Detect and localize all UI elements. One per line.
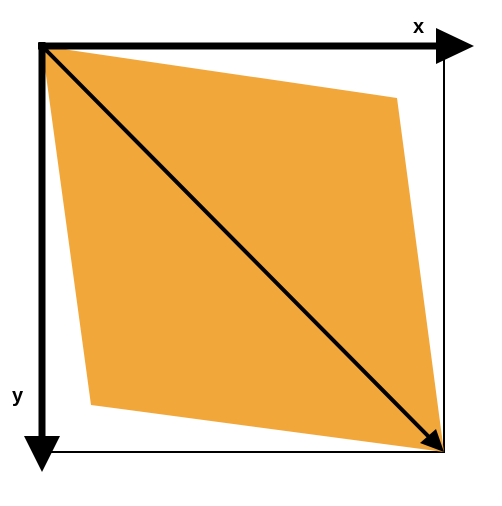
y-axis-arrowhead	[24, 436, 60, 472]
diagonal-vector-line	[40, 44, 432, 440]
x-axis-arrowhead	[436, 28, 474, 64]
diagonal-vector-arrowhead	[420, 429, 444, 452]
x-axis-label: x	[413, 16, 424, 38]
y-axis-label: y	[12, 385, 24, 407]
